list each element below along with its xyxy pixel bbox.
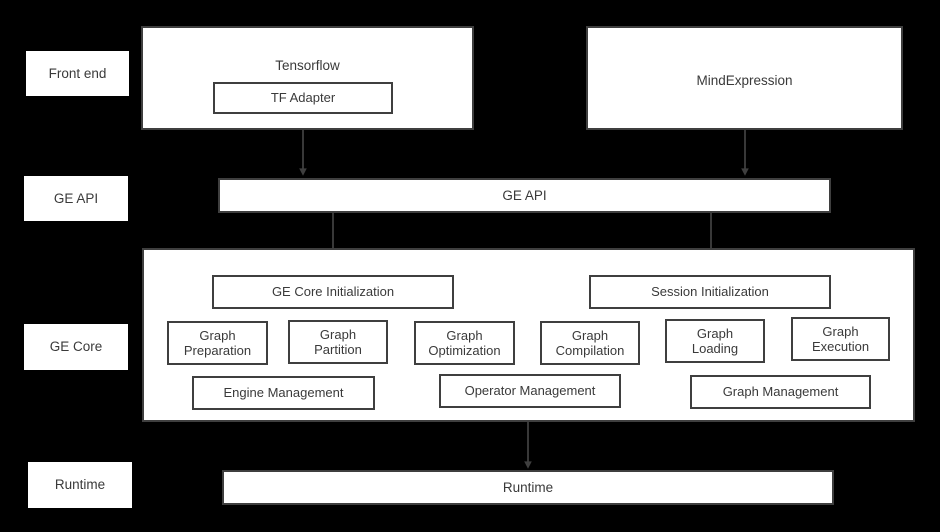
runtime-bar[interactable]: Runtime: [222, 470, 834, 505]
graph-preparation-box[interactable]: Graph Preparation: [167, 321, 268, 365]
tf-adapter-box[interactable]: TF Adapter: [213, 82, 393, 114]
ge-core-initialization-box[interactable]: GE Core Initialization: [212, 275, 454, 309]
rail-label-ge-api: GE API: [24, 176, 128, 221]
tensorflow-container[interactable]: Tensorflow: [141, 26, 474, 130]
graph-partition-box[interactable]: Graph Partition: [288, 320, 388, 364]
engine-management-box[interactable]: Engine Management: [192, 376, 375, 410]
graph-loading-box[interactable]: Graph Loading: [665, 319, 765, 363]
graph-compilation-box[interactable]: Graph Compilation: [540, 321, 640, 365]
rail-label-runtime: Runtime: [28, 462, 132, 508]
mindexpression-title: MindExpression: [696, 73, 793, 88]
tensorflow-title: Tensorflow: [275, 58, 340, 73]
graph-execution-box[interactable]: Graph Execution: [791, 317, 890, 361]
ge-api-bar[interactable]: GE API: [218, 178, 831, 213]
session-initialization-box[interactable]: Session Initialization: [589, 275, 831, 309]
graph-management-box[interactable]: Graph Management: [690, 375, 871, 409]
graph-optimization-box[interactable]: Graph Optimization: [414, 321, 515, 365]
rail-label-ge-core: GE Core: [24, 324, 128, 370]
rail-label-front-end: Front end: [26, 51, 129, 96]
operator-management-box[interactable]: Operator Management: [439, 374, 621, 408]
mindexpression-container[interactable]: MindExpression: [586, 26, 903, 130]
